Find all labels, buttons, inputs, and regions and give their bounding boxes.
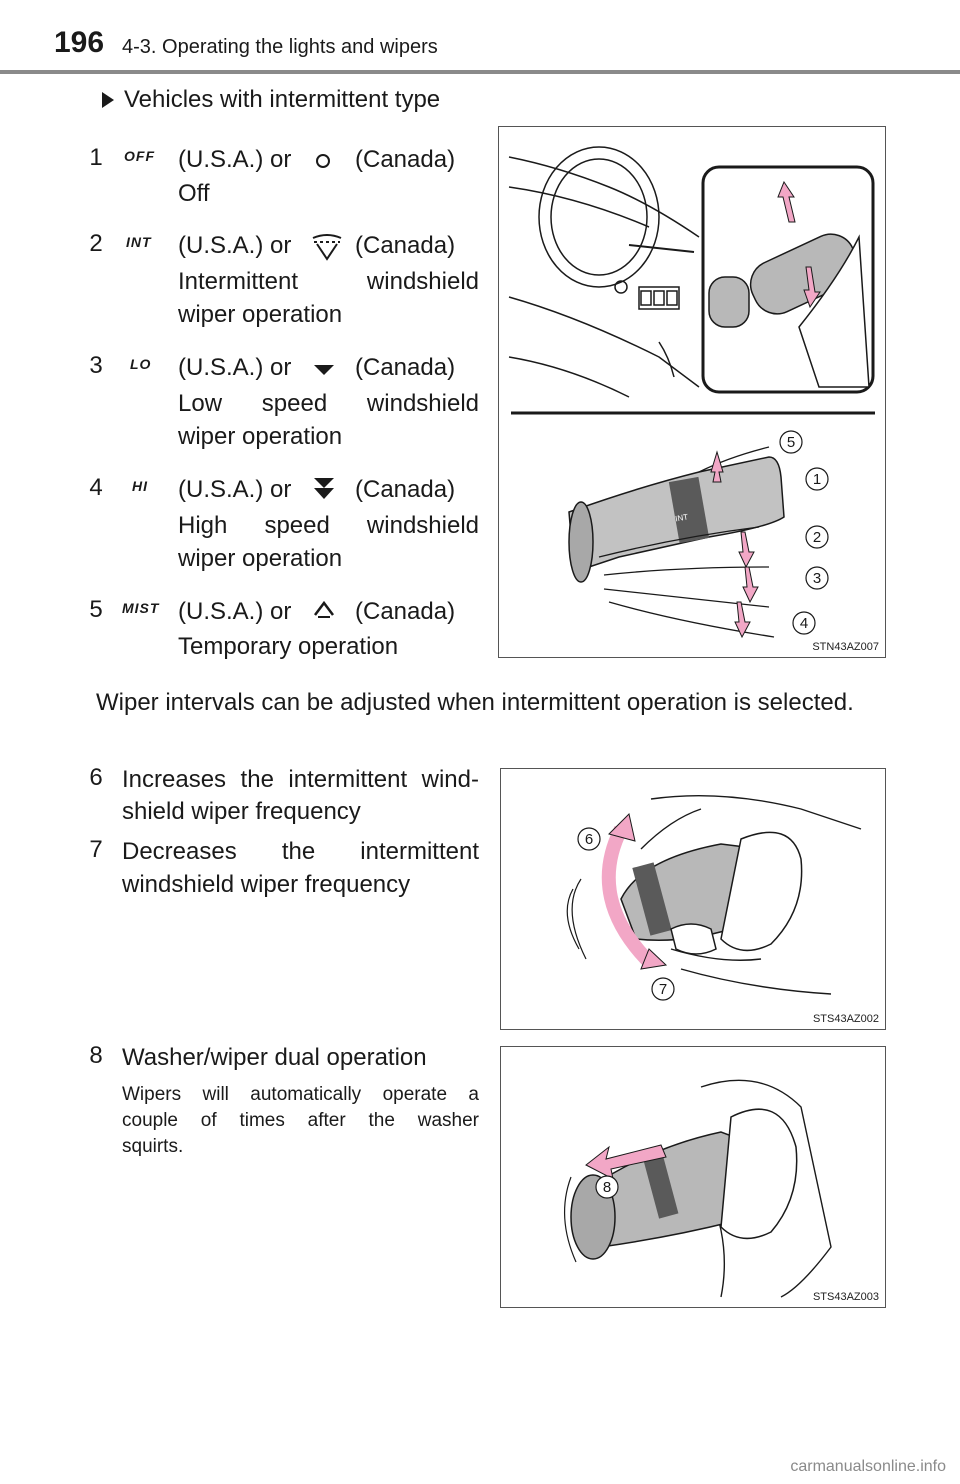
figure-washer-operation: 8 STS43AZ003 (500, 1046, 886, 1308)
increase-frequency-text-cont: shield wiper frequency (122, 798, 361, 825)
dual-operation-body-end: squirts. (122, 1136, 184, 1157)
page-number: 196 (54, 26, 105, 59)
figure-wiper-lever-positions: INT 5 1 2 3 4 STN43AZ007 (498, 126, 886, 658)
mode-label: LO (130, 356, 152, 372)
item-description: Temporary operation (178, 633, 399, 660)
header-rule (0, 70, 960, 74)
canada-text: (Canada) (355, 146, 456, 173)
off-circle-icon (316, 154, 330, 168)
bullet-triangle-icon (102, 92, 114, 108)
canada-text: (Canada) (355, 232, 456, 259)
subheading: Vehicles with intermittent type (124, 86, 441, 113)
step-number: 7 (89, 836, 103, 863)
svg-text:INT: INT (675, 512, 689, 523)
usa-text: (U.S.A.) or (178, 598, 292, 625)
section-title: 4-3. Operating the lights and wipers (122, 36, 438, 58)
mist-icon (314, 600, 334, 618)
callout-4: 4 (800, 615, 808, 632)
step-number: 8 (89, 1042, 103, 1069)
figure-code: STS43AZ002 (812, 1013, 879, 1025)
item-description-cont: wiper operation (178, 545, 343, 572)
item-description: Intermittent windshield (178, 268, 479, 295)
mode-label: HI (132, 478, 148, 494)
intermittent-wiper-icon (312, 234, 342, 261)
step-number: 4 (89, 474, 103, 501)
step-number: 3 (89, 352, 103, 379)
increase-frequency-text: Increases the intermittent wind- (122, 766, 479, 793)
interval-note: Wiper intervals can be adjusted when int… (96, 689, 854, 716)
callout-8: 8 (603, 1179, 611, 1196)
low-speed-icon (314, 365, 334, 375)
canada-text: (Canada) (355, 476, 456, 503)
mode-label: OFF (124, 148, 155, 164)
item-description: Off (178, 180, 210, 207)
dual-operation-title: Washer/wiper dual operation (122, 1044, 427, 1071)
usa-text: (U.S.A.) or (178, 354, 292, 381)
mode-label: INT (126, 234, 152, 250)
step-number: 2 (89, 230, 103, 257)
item-description-cont: wiper operation (178, 423, 343, 450)
callout-2: 2 (813, 529, 821, 546)
usa-text: (U.S.A.) or (178, 476, 292, 503)
washer-lever-illustration: 8 (564, 1079, 832, 1298)
callout-5: 5 (787, 434, 795, 451)
item-description-cont: wiper operation (178, 301, 343, 328)
canada-text: (Canada) (355, 598, 456, 625)
dual-operation-body-cont: couple of times after the washer (122, 1110, 479, 1131)
mode-label: MIST (122, 600, 160, 616)
callout-1: 1 (813, 471, 821, 488)
figure-code: STN43AZ007 (812, 641, 879, 653)
callout-3: 3 (813, 570, 821, 587)
step-number: 5 (89, 596, 103, 623)
step-number: 1 (89, 144, 103, 171)
decrease-frequency-text: Decreases the intermittent (122, 838, 479, 865)
decrease-frequency-text-cont: windshield wiper frequency (122, 871, 411, 898)
item-description: High speed windshield (178, 512, 479, 539)
interval-ring-illustration: 6 7 (566, 794, 862, 1001)
figure-interval-adjust: 6 7 STS43AZ002 (500, 768, 886, 1030)
dual-operation-body: Wipers will automatically operate a (122, 1084, 479, 1105)
usa-text: (U.S.A.) or (178, 232, 292, 259)
callout-6: 6 (585, 831, 593, 848)
watermark: carmanualsonline.info (790, 1458, 946, 1475)
canada-text: (Canada) (355, 354, 456, 381)
high-speed-icon (314, 478, 334, 499)
figure-code: STS43AZ003 (812, 1291, 879, 1303)
usa-text: (U.S.A.) or (178, 146, 292, 173)
step-number: 6 (89, 764, 103, 791)
wiper-lever-illustration: INT 5 1 2 3 4 (508, 146, 875, 639)
callout-7: 7 (659, 981, 667, 998)
item-description: Low speed windshield (178, 390, 479, 417)
